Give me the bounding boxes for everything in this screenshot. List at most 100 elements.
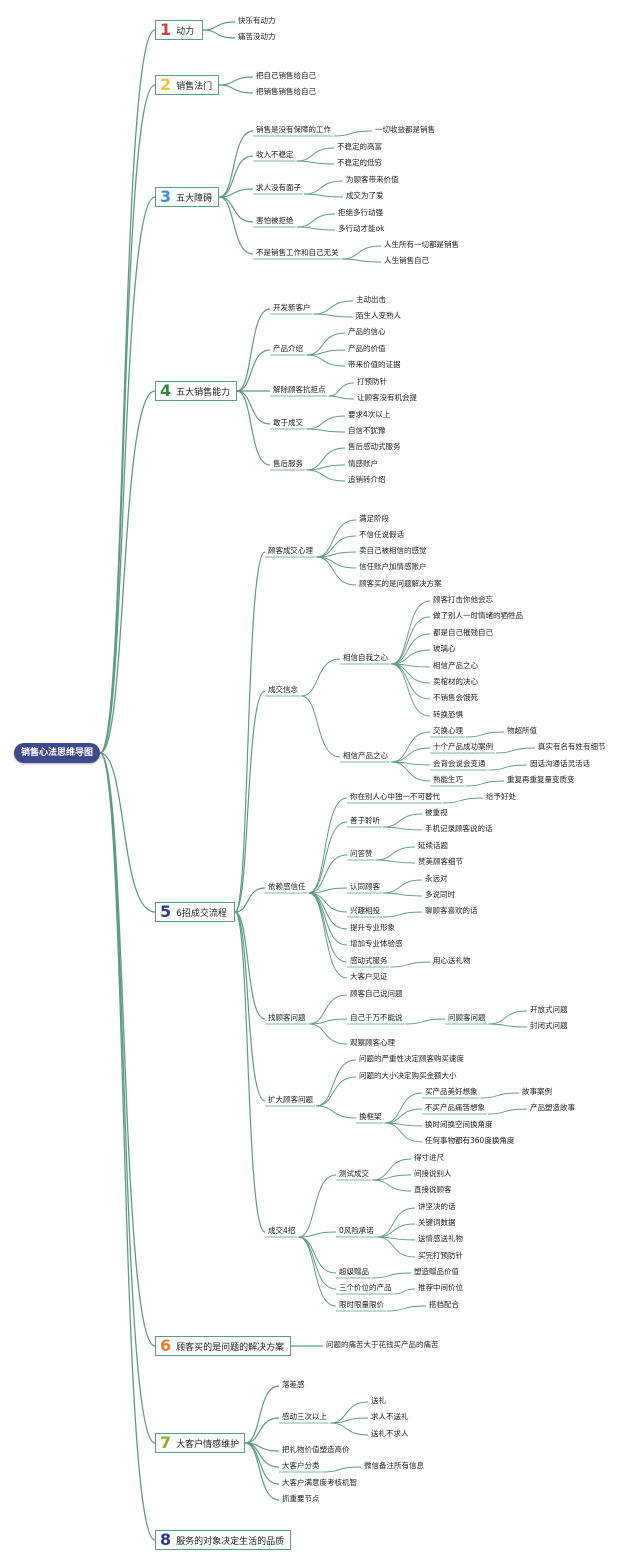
topic-node[interactable]: 不买产品痛苦想象 xyxy=(425,1103,485,1112)
topic-node[interactable]: 人生销售自己 xyxy=(384,256,429,265)
topic-node[interactable]: 产品的信心 xyxy=(348,327,386,336)
topic-node[interactable]: 开发新客户 xyxy=(273,303,311,312)
topic-node[interactable]: 转换恐惧 xyxy=(433,710,463,719)
topic-node[interactable]: 观察顾客心理 xyxy=(350,1038,395,1047)
topic-node[interactable]: 熟能生巧 xyxy=(433,775,463,784)
topic-node[interactable]: 多行动才能ok xyxy=(338,224,385,233)
topic-node[interactable]: 限时限量限价 xyxy=(339,1300,384,1309)
topic-node[interactable]: 问题的痛苦大于花钱买产品的痛苦 xyxy=(326,1340,439,1349)
topic-node[interactable]: 讲坚决的话 xyxy=(418,1202,456,1211)
topic-node[interactable]: 提升专业形象 xyxy=(350,923,395,932)
topic-node[interactable]: 打预防针 xyxy=(357,377,387,386)
topic-node[interactable]: 任何事物都有360度换角度 xyxy=(425,1136,515,1145)
topic-node[interactable]: 推荐中间价位 xyxy=(418,1283,463,1292)
topic-node[interactable]: 封闭式问题 xyxy=(530,1021,568,1030)
topic-node[interactable]: 把礼物价值塑造高价 xyxy=(282,1445,350,1454)
topic-node[interactable]: 测试成交 xyxy=(339,1169,369,1178)
topic-node[interactable]: 多说同时 xyxy=(425,890,455,899)
root-node[interactable]: 销售心法思维导图 xyxy=(14,743,100,763)
topic-node[interactable]: 求人不送礼 xyxy=(371,1412,409,1421)
topic-node[interactable]: 不稳定的高富 xyxy=(337,142,382,151)
topic-node[interactable]: 用心送礼物 xyxy=(433,956,471,965)
topic-node[interactable]: 不销售会饿死 xyxy=(433,693,478,702)
topic-node[interactable]: 成交信念 xyxy=(268,685,298,694)
topic-node[interactable]: 聊顾客喜欢的话 xyxy=(425,906,478,915)
topic-node[interactable]: 不信任说假话 xyxy=(359,530,404,539)
topic-node[interactable]: 依赖感信任 xyxy=(268,882,306,891)
topic-node[interactable]: 产品的价值 xyxy=(348,344,386,353)
topic-node[interactable]: 满足阶段 xyxy=(359,514,389,523)
topic-node[interactable]: 追销转介绍 xyxy=(348,475,386,484)
topic-node[interactable]: 要求4次以上 xyxy=(348,410,391,419)
topic-node[interactable]: 送礼不求人 xyxy=(371,1429,409,1438)
topic-node[interactable]: 被重视 xyxy=(425,808,448,817)
topic-node[interactable]: 间接说别人 xyxy=(414,1169,452,1178)
topic-node[interactable]: 产品塑造故事 xyxy=(530,1103,575,1112)
topic-node[interactable]: 销售是没有保障的工作 xyxy=(256,125,331,134)
topic-node[interactable]: 产品介绍 xyxy=(273,344,303,353)
topic-node[interactable]: 交换心理 xyxy=(433,726,463,735)
topic-node[interactable]: 收入不稳定 xyxy=(256,150,294,159)
topic-node[interactable]: 卖棺材的决心 xyxy=(433,677,478,686)
topic-node[interactable]: 解除顾客抗拒点 xyxy=(273,385,326,394)
topic-node[interactable]: 直接说顾客 xyxy=(414,1185,452,1194)
topic-node[interactable]: 拒绝多行动强 xyxy=(338,208,383,217)
topic-node[interactable]: 增加专业体验感 xyxy=(350,939,403,948)
topic-node[interactable]: 相信产品之心 xyxy=(433,661,478,670)
topic-node[interactable]: 成交为了爱 xyxy=(346,191,384,200)
topic-node[interactable]: 重复再重复量变质变 xyxy=(507,775,575,784)
topic-node[interactable]: 扩大顾客问题 xyxy=(268,1095,313,1104)
topic-node[interactable]: 真实有名有姓有细节 xyxy=(538,742,606,751)
topic-node[interactable]: 让顾客没有机会提 xyxy=(357,393,417,402)
topic-node[interactable]: 给予好处 xyxy=(486,792,516,801)
topic-node[interactable]: 塑造赠品价值 xyxy=(414,1267,459,1276)
topic-node[interactable]: 问答赞 xyxy=(350,849,373,858)
topic-node[interactable]: 大客户见证 xyxy=(350,972,388,981)
topic-node[interactable]: 都是自己摧残自己 xyxy=(433,628,493,637)
topic-node[interactable]: 关键词数据 xyxy=(418,1218,456,1227)
topic-node[interactable]: 敢于成交 xyxy=(273,418,303,427)
topic-node[interactable]: 故事案例 xyxy=(522,1087,552,1096)
topic-node[interactable]: 顾客买的是问题解决方案 xyxy=(359,579,442,588)
topic-node[interactable]: 搭档配合 xyxy=(429,1300,459,1309)
topic-node[interactable]: 得寸进尺 xyxy=(414,1153,444,1162)
topic-node[interactable]: 感动三次以上 xyxy=(282,1412,327,1421)
topic-node[interactable]: 换框架 xyxy=(359,1112,382,1121)
topic-node[interactable]: 善于聆听 xyxy=(350,816,380,825)
topic-node[interactable]: 顾客成交心理 xyxy=(268,546,313,555)
topic-node[interactable]: 为顾客带来价值 xyxy=(346,175,399,184)
topic-node[interactable]: 手机记录顾客说的话 xyxy=(425,824,493,833)
topic-node[interactable]: 物超所值 xyxy=(507,726,537,735)
topic-node[interactable]: 陌生人变熟人 xyxy=(356,311,401,320)
topic-node[interactable]: 把销售销售给自己 xyxy=(256,87,316,96)
topic-node[interactable]: 信任账户加情感账户 xyxy=(359,562,427,571)
topic-node[interactable]: 十个产品成功案例 xyxy=(433,742,493,751)
topic-node[interactable]: 买完打预防针 xyxy=(418,1251,463,1260)
topic-node[interactable]: 买产品美好想象 xyxy=(425,1087,478,1096)
topic-node[interactable]: 自己千万不能说 xyxy=(350,1013,403,1022)
topic-node[interactable]: 不是销售工作和自己无关 xyxy=(256,248,339,257)
topic-node[interactable]: 做了别人一时情绪的牺牲品 xyxy=(433,611,523,620)
topic-node[interactable]: 求人没有面子 xyxy=(256,183,301,192)
topic-node[interactable]: 送情感送礼物 xyxy=(418,1234,463,1243)
topic-node[interactable]: 找顾客问题 xyxy=(268,1013,306,1022)
topic-node[interactable]: 落差感 xyxy=(282,1380,305,1389)
topic-node[interactable]: 三个价位的产品 xyxy=(339,1283,392,1292)
topic-node[interactable]: 0风险承诺 xyxy=(339,1226,374,1235)
topic-node[interactable]: 主动出击 xyxy=(356,295,386,304)
topic-node[interactable]: 情感账户 xyxy=(348,459,378,468)
topic-node[interactable]: 感动式服务 xyxy=(350,956,388,965)
topic-node[interactable]: 卖自己被相信的感觉 xyxy=(359,546,427,555)
topic-node[interactable]: 会背会说会变通 xyxy=(433,759,486,768)
topic-node[interactable]: 带来价值的证据 xyxy=(348,360,401,369)
topic-node[interactable]: 顾客自己说问题 xyxy=(350,989,403,998)
topic-node[interactable]: 快乐有动力 xyxy=(238,16,276,25)
topic-node[interactable]: 认同顾客 xyxy=(350,882,380,891)
